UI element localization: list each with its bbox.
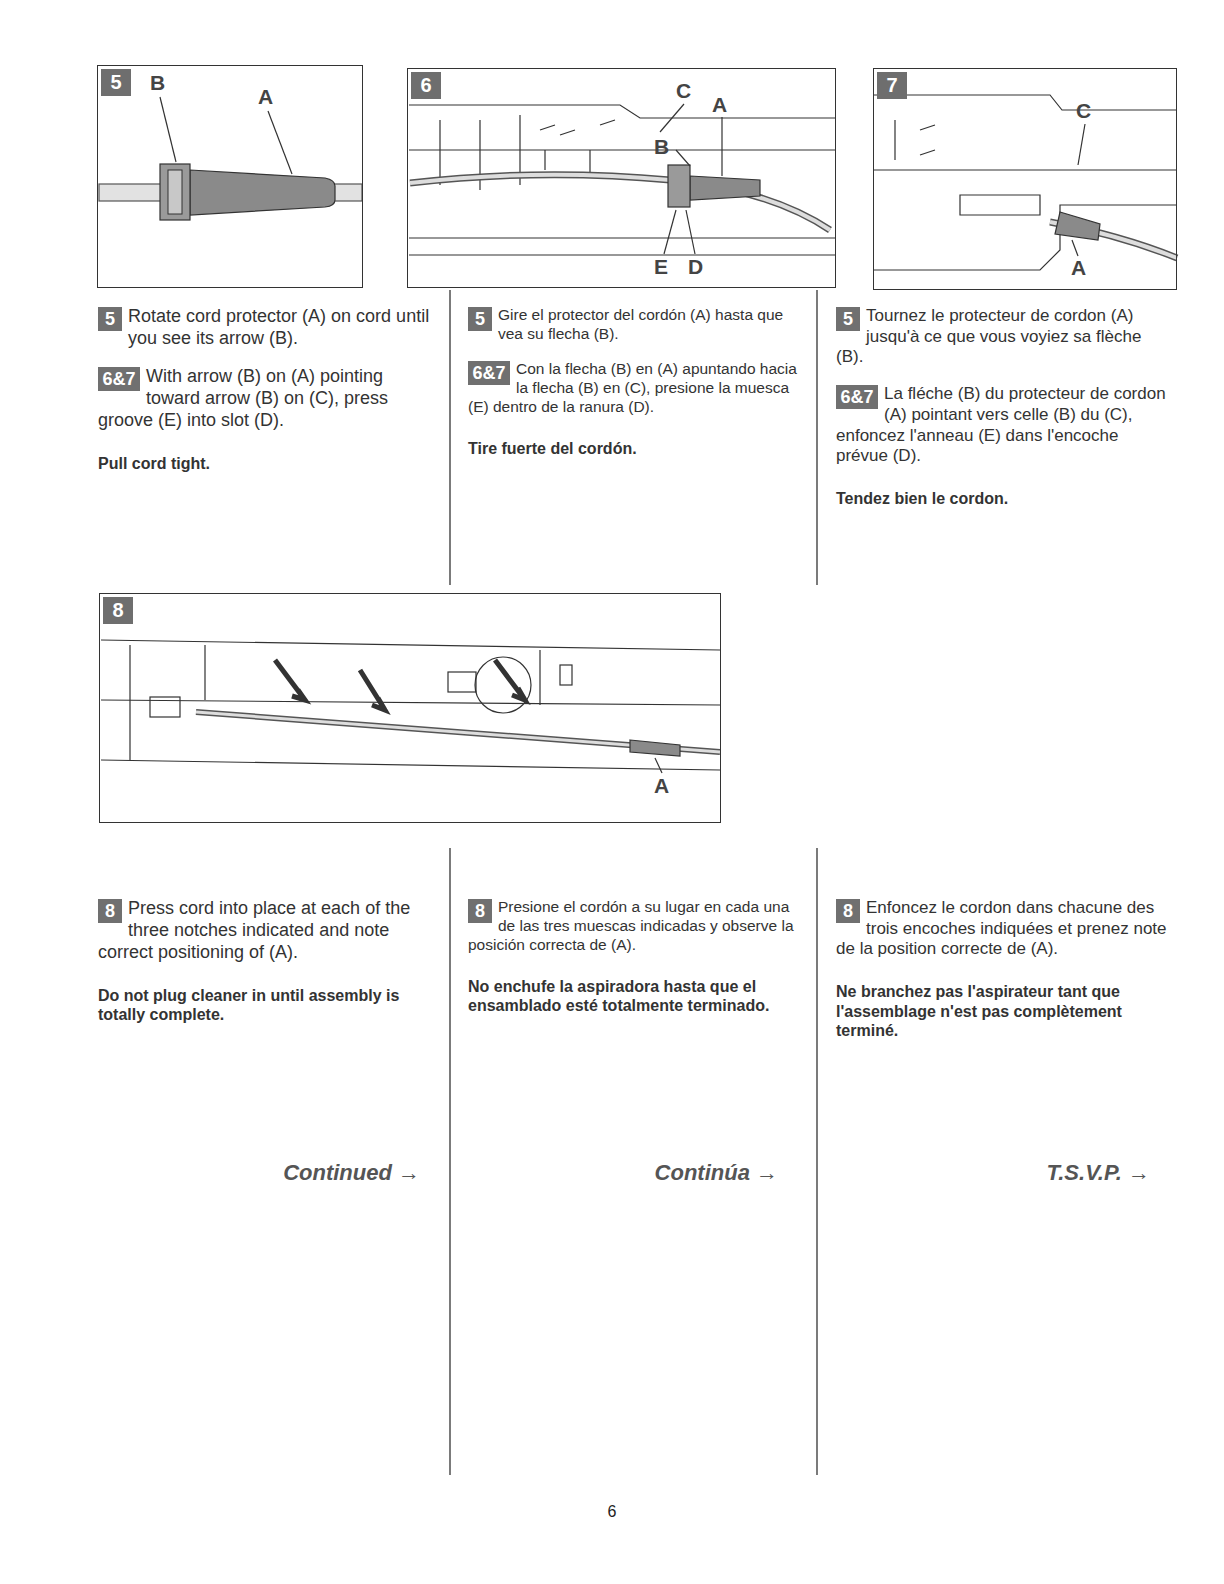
continued-note: Continued → (98, 1160, 420, 1186)
callout-letter: A (258, 86, 273, 107)
step-number: 6 (411, 72, 441, 99)
column-rules (450, 290, 817, 1475)
figure-panel: 7 (873, 68, 1177, 290)
continued-note: T.S.V.P. → (836, 1160, 1150, 1186)
step-number: 5 (836, 307, 860, 331)
text-column: 8Presione el cordón a su lugar en cada u… (468, 898, 801, 1016)
instruction-text: Do not plug cleaner in until assembly is… (98, 987, 399, 1024)
paragraph: 8Press cord into place at each of the th… (98, 898, 433, 964)
paragraph: 6&7La fléche (B) du protecteur de cordon… (836, 384, 1171, 467)
step-number: 8 (468, 899, 492, 923)
instruction-text: La fléche (B) du protecteur de cordon (A… (836, 384, 1166, 465)
step-badge: 6&7 (836, 385, 878, 409)
instruction-text: Tendez bien le cordon. (836, 490, 1008, 507)
paragraph: Tendez bien le cordon. (836, 489, 1171, 509)
callout-letter: A (654, 775, 669, 796)
step-badge: 5 (98, 307, 122, 331)
instruction-text: With arrow (B) on (A) pointing toward ar… (98, 366, 388, 430)
step-badge: 5 (836, 307, 860, 331)
callout-letter: C (1076, 100, 1091, 121)
step-badge: 8 (836, 899, 860, 923)
instruction-text: No enchufe la aspiradora hasta que el en… (468, 978, 769, 1015)
callout-letter: B (150, 72, 165, 93)
text-column: 5Rotate cord protector (A) on cord until… (98, 306, 433, 473)
step-number: 8 (103, 597, 133, 624)
step-number: 7 (877, 72, 907, 99)
paragraph: 8Presione el cordón a su lugar en cada u… (468, 898, 801, 955)
paragraph: No enchufe la aspiradora hasta que el en… (468, 977, 801, 1016)
step-number: 5 (101, 69, 131, 96)
step-number: 6&7 (836, 385, 878, 409)
step-badge: 8 (98, 899, 122, 923)
step-number: 5 (98, 307, 122, 331)
callout-letter: E (654, 256, 668, 277)
step-number: 8 (836, 899, 860, 923)
text-column: 5Gire el protector del cordón (A) hasta … (468, 306, 801, 458)
instruction-text: Press cord into place at each of the thr… (98, 898, 410, 962)
paragraph: Pull cord tight. (98, 454, 433, 474)
instruction-text: Tire fuerte del cordón. (468, 440, 637, 457)
callout-letter: A (712, 94, 727, 115)
instruction-text: Enfoncez le cordon dans chacune des troi… (836, 898, 1167, 958)
paragraph: Ne branchez pas l'aspirateur tant que l'… (836, 982, 1171, 1041)
paragraph: 6&7With arrow (B) on (A) pointing toward… (98, 366, 433, 432)
instruction-text: Pull cord tight. (98, 455, 210, 472)
figure-panel: 5 (97, 65, 363, 288)
step-badge: 6&7 (98, 367, 140, 391)
figure-panel: 8 (99, 593, 721, 823)
step-number: 6&7 (98, 367, 140, 391)
instruction-text: Presione el cordón a su lugar en cada un… (468, 898, 794, 953)
step-badge: 8 (468, 899, 492, 923)
instruction-text: Gire el protector del cordón (A) hasta q… (498, 306, 783, 342)
handle-length-figure (101, 640, 720, 773)
paragraph: 8Enfoncez le cordon dans chacune des tro… (836, 898, 1171, 960)
step-number: 5 (468, 307, 492, 331)
text-column: 8Enfoncez le cordon dans chacune des tro… (836, 898, 1171, 1041)
text-column: 5Tournez le protecteur de cordon (A) jus… (836, 306, 1171, 509)
text-column: 8Press cord into place at each of the th… (98, 898, 433, 1025)
paragraph: 6&7Con la flecha (B) en (A) apuntando ha… (468, 360, 801, 417)
instruction-text: Ne branchez pas l'aspirateur tant que l'… (836, 983, 1122, 1039)
continued-note: Continúa → (468, 1160, 778, 1186)
page-number: 6 (562, 1503, 662, 1521)
step-number: 6&7 (468, 361, 510, 385)
paragraph: Tire fuerte del cordón. (468, 439, 801, 459)
callout-letter: A (1071, 257, 1086, 278)
paragraph: 5Tournez le protecteur de cordon (A) jus… (836, 306, 1171, 368)
callout-letter: C (676, 80, 691, 101)
figure-panel: 6 (407, 68, 836, 288)
instruction-text: Rotate cord protector (A) on cord until … (128, 306, 429, 348)
paragraph: Do not plug cleaner in until assembly is… (98, 986, 433, 1025)
step-badge: 6&7 (468, 361, 510, 385)
paragraph: 5Gire el protector del cordón (A) hasta … (468, 306, 801, 344)
callout-letter: B (654, 136, 669, 157)
step-badge: 5 (468, 307, 492, 331)
paragraph: 5Rotate cord protector (A) on cord until… (98, 306, 433, 350)
handle-figure (409, 104, 836, 255)
instruction-text: Con la flecha (B) en (A) apuntando hacia… (468, 360, 797, 415)
cord-protector-figure (99, 97, 362, 220)
step-number: 8 (98, 899, 122, 923)
callout-letter: D (688, 256, 703, 277)
instruction-text: Tournez le protecteur de cordon (A) jusq… (836, 306, 1141, 366)
handle-end-figure (874, 95, 1177, 270)
